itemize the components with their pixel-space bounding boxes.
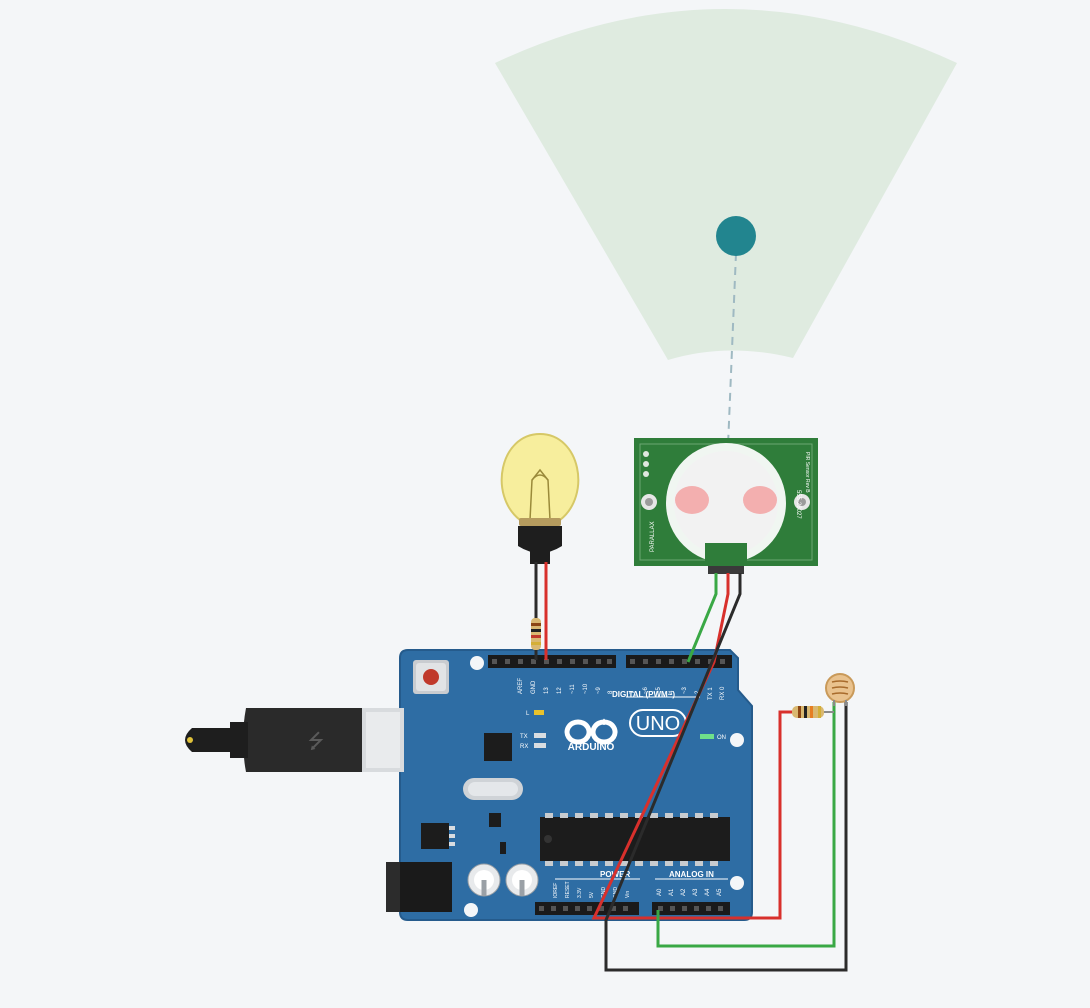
- svg-text:UNO: UNO: [636, 713, 680, 735]
- l-led-label: L: [526, 711, 530, 717]
- svg-text:ARDUINO: ARDUINO: [568, 742, 615, 753]
- svg-text:~11: ~11: [570, 684, 576, 694]
- digital-label: DIGITAL (PWM~): [612, 690, 675, 699]
- svg-text:~3: ~3: [682, 686, 688, 694]
- uno-badge: UNO: [629, 709, 687, 737]
- reset-button[interactable]: [413, 660, 449, 694]
- analog-label: ANALOG IN: [669, 870, 714, 879]
- svg-text:IOREF: IOREF: [553, 883, 559, 898]
- photoresistor[interactable]: [825, 673, 855, 706]
- usb-cable[interactable]: ⭍: [185, 708, 404, 772]
- power-header: [535, 902, 730, 915]
- svg-text:7: 7: [630, 690, 636, 694]
- svg-text:12: 12: [557, 687, 563, 694]
- svg-text:TX 1: TX 1: [708, 687, 714, 700]
- pir-sensor[interactable]: PARALLAX 555-28027 PIR Sensor Rev B: [634, 438, 818, 574]
- svg-text:A5: A5: [717, 888, 723, 896]
- svg-text:3.3V: 3.3V: [577, 887, 583, 898]
- pir-right-small: PIR Sensor Rev B: [804, 452, 810, 493]
- ldr-wire-green[interactable]: [656, 702, 836, 948]
- atmega-chip: [540, 813, 730, 866]
- svg-text:A3: A3: [693, 888, 699, 896]
- arduino-uno-board[interactable]: AREF GND 13 12 ~11 ~10 ~9 8 7 ~6 ~5 4 ~3…: [399, 649, 753, 921]
- svg-text:5V: 5V: [589, 891, 595, 898]
- svg-text:~10: ~10: [583, 683, 589, 694]
- dc-power-jack[interactable]: [386, 862, 452, 912]
- svg-text:A1: A1: [669, 888, 675, 896]
- ldr-resistor[interactable]: [792, 706, 834, 718]
- light-bulb[interactable]: [500, 432, 580, 564]
- svg-text:GND: GND: [601, 887, 607, 899]
- analog-pin-labels: A0 A1 A2 A3 A4 A5: [657, 888, 723, 896]
- svg-text:~5: ~5: [656, 686, 662, 694]
- on-led-label: ON: [717, 735, 726, 741]
- svg-text:RESET: RESET: [565, 881, 571, 898]
- svg-text:A2: A2: [681, 888, 687, 896]
- svg-text:A0: A0: [657, 888, 663, 896]
- svg-text:8: 8: [608, 690, 614, 694]
- svg-text:2: 2: [695, 690, 701, 694]
- pir-wire-green[interactable]: [686, 573, 718, 663]
- svg-text:~9: ~9: [596, 686, 602, 694]
- svg-text:13: 13: [544, 687, 550, 694]
- svg-text:⭍: ⭍: [308, 729, 325, 753]
- svg-text:AREF: AREF: [518, 678, 524, 694]
- capacitors: [467, 863, 539, 897]
- digital-header: [488, 655, 732, 668]
- svg-text:−: −: [574, 715, 581, 729]
- svg-text:GND: GND: [531, 680, 537, 694]
- svg-text:Vin: Vin: [625, 891, 631, 898]
- pir-right-label: 555-28027: [795, 490, 801, 519]
- tx-led-label: TX: [520, 734, 528, 740]
- svg-text:+: +: [600, 715, 607, 729]
- svg-text:A4: A4: [705, 888, 711, 896]
- object-handle[interactable]: [716, 216, 756, 256]
- pir-wire-red[interactable]: [591, 573, 796, 920]
- pir-wire-black[interactable]: [604, 573, 848, 972]
- svg-text:~6: ~6: [643, 686, 649, 694]
- svg-text:4: 4: [669, 690, 675, 694]
- digital-pin-labels: AREF GND 13 12 ~11 ~10 ~9 8 7 ~6 ~5 4 ~3…: [518, 678, 726, 700]
- arduino-logo: − + ARDUINO: [564, 715, 618, 753]
- rx-led-label: RX: [520, 744, 528, 750]
- svg-text:RX 0: RX 0: [720, 686, 726, 700]
- pir-left-label: PARALLAX: [650, 521, 656, 552]
- bulb-resistor[interactable]: [531, 618, 541, 650]
- pir-detection-zone: [495, 9, 957, 360]
